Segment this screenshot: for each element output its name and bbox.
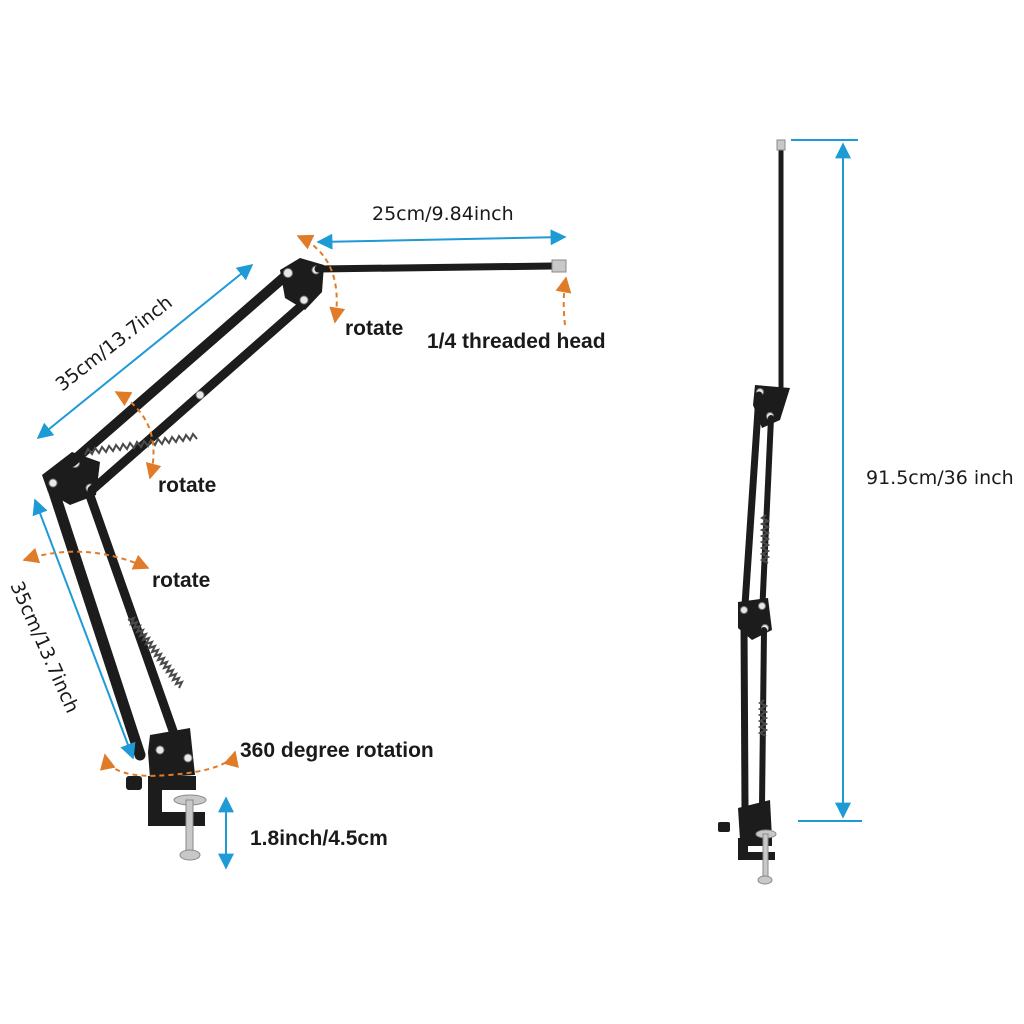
extended-c-clamp xyxy=(738,838,775,860)
left-rotation-indicators xyxy=(22,234,572,777)
extended-lower-spring xyxy=(757,699,769,737)
base-pivot-1 xyxy=(155,745,165,755)
extended-mid-pivot-1 xyxy=(740,606,748,614)
left-dimensions xyxy=(32,229,567,870)
clamp-screw-handle xyxy=(179,849,201,861)
base-360-arc xyxy=(99,750,239,777)
extended-upper-bar-1 xyxy=(741,391,763,609)
extended-clamp-knob xyxy=(718,822,730,832)
base-mount xyxy=(148,728,195,778)
total-height-label: 91.5cm/36 inch xyxy=(866,467,1014,489)
base-pivot-2 xyxy=(183,753,193,763)
elbow-plate xyxy=(42,452,100,505)
extended-mid-pivot-2 xyxy=(758,602,766,610)
lower-arm-dimension-line xyxy=(32,498,136,760)
top-arm xyxy=(314,262,556,273)
elbow-pivot-2 xyxy=(48,478,58,488)
upper-arm-top-bar xyxy=(67,267,295,467)
rotate-label-top: rotate xyxy=(345,317,403,340)
extended-clamp-handle xyxy=(757,875,773,885)
base-rotation-label: 360 degree rotation xyxy=(240,739,434,762)
top-arm-dimension-line xyxy=(316,229,567,250)
threaded-head xyxy=(551,259,567,273)
extended-threaded-head xyxy=(776,139,786,151)
top-arm-length-label: 25cm/9.84inch xyxy=(372,203,514,225)
top-pivot-3 xyxy=(299,295,309,305)
right-dimensions: 91.5cm/36 inch xyxy=(791,139,1014,822)
rotate-label-base: rotate xyxy=(152,569,210,592)
extended-lower-bar-1 xyxy=(740,621,749,812)
top-rotate-arc xyxy=(296,234,346,324)
clamp-opening-label: 1.8inch/4.5cm xyxy=(250,827,388,850)
mid-pivot xyxy=(195,390,205,400)
clamp-knob xyxy=(126,776,142,790)
elbow-rotate-arc xyxy=(114,391,162,480)
base-rotate-arc-upper xyxy=(22,547,150,570)
extended-upper-spring xyxy=(759,514,771,564)
top-pivot-1 xyxy=(283,268,293,278)
thread-arrow xyxy=(555,276,572,326)
lower-spring xyxy=(127,616,184,689)
clamp-screw xyxy=(185,799,194,853)
right-boom-arm xyxy=(718,139,790,885)
rotate-label-elbow: rotate xyxy=(158,474,216,497)
extended-upper-bar-2 xyxy=(759,415,774,618)
upper-arm-dimension-line xyxy=(36,263,254,440)
extended-clamp-screw xyxy=(762,833,769,879)
thread-label: 1/4 threaded head xyxy=(427,330,606,353)
upper-arm-length-label: 35cm/13.7inch xyxy=(52,291,177,396)
